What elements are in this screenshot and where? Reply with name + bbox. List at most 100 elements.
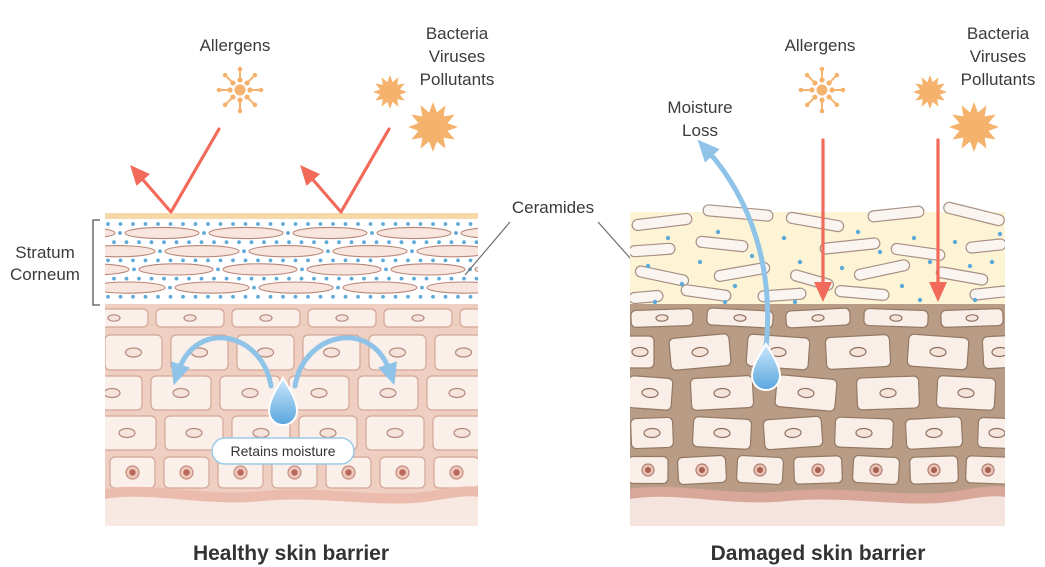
corneocyte-cell (248, 245, 324, 258)
keratinocyte-cell-group (774, 374, 838, 412)
moisture-dot (306, 258, 310, 263)
pollen-spike (248, 98, 255, 105)
pollen-spike (248, 75, 255, 82)
cell-nucleus (631, 346, 649, 358)
moisture-dot (337, 276, 341, 281)
moisture-dot (437, 276, 441, 281)
corneocyte-cell (306, 263, 382, 276)
moisture-dot (449, 240, 454, 245)
damaged-caption: Damaged skin barrier (711, 542, 926, 565)
bacteria-small-starburst-icon (913, 75, 947, 109)
moisture-dot (300, 267, 304, 272)
pollen-petal (237, 97, 243, 103)
cell-nucleus-core (129, 469, 136, 476)
moisture-dot (356, 222, 360, 226)
cell-nucleus (655, 314, 669, 322)
corneocyte-cell (222, 263, 298, 276)
moisture-dot (256, 258, 260, 263)
cell-nucleus (713, 427, 731, 439)
moisture-dot (293, 294, 298, 299)
ceramides-leader-left (464, 221, 511, 276)
moisture-dot (431, 222, 435, 226)
healthy-pollutants-label: Pollutants (420, 70, 495, 89)
cell-nucleus (319, 427, 337, 439)
moisture-dot (312, 276, 316, 281)
keratinocyte-cell-group (834, 416, 894, 450)
cell-nucleus (691, 346, 709, 358)
moisture-dot (168, 294, 173, 299)
moisture-dot (124, 276, 129, 281)
moisture-dot (418, 258, 423, 263)
healthy-skin-surface (105, 213, 478, 219)
moisture-dot (418, 294, 423, 299)
corneocyte-cell (292, 226, 368, 240)
cell-nucleus (322, 347, 341, 358)
corneocyte-cell (426, 281, 478, 294)
moisture-dot (106, 222, 110, 226)
pollen-tip (834, 72, 840, 78)
moisture-dot (468, 258, 473, 263)
pollen-tip (819, 108, 825, 114)
moisture-dot (181, 258, 185, 263)
moisture-dot (468, 222, 473, 226)
keratinocyte-cell-group (856, 375, 920, 411)
keratinocyte-cell-group (863, 307, 929, 329)
moisture-dot (312, 240, 316, 245)
moisture-dot (374, 240, 379, 245)
moisture-dot (797, 259, 803, 265)
moisture-dot (112, 240, 116, 245)
corneocyte-cell (474, 266, 478, 273)
cell-nucleus-core (399, 469, 406, 476)
moisture-dot (306, 294, 310, 299)
moisture-dot (412, 276, 416, 281)
corneocyte-cell (105, 281, 166, 294)
moisture-dot (286, 231, 290, 235)
moisture-dot (538, 231, 542, 235)
pollen-tip (798, 87, 804, 93)
moisture-dot (552, 268, 556, 272)
cell-nucleus (310, 387, 328, 399)
keratinocyte-cell-group (668, 333, 732, 371)
moisture-dot (387, 240, 391, 245)
moisture-dot (381, 258, 385, 263)
moisture-dot (193, 258, 198, 263)
damaged-pollutants-label: Pollutants (961, 70, 1036, 89)
moisture-dot (124, 240, 129, 245)
damaged-corneocyte-layer (630, 201, 1005, 305)
moisture-dot (381, 222, 385, 226)
pollen-petal (812, 94, 818, 100)
moisture-dot (418, 222, 423, 226)
pollen-petal (244, 80, 250, 86)
moisture-dot (168, 222, 173, 226)
moisture-dot (443, 294, 448, 299)
cell-nucleus (107, 314, 121, 322)
cell-nucleus (183, 314, 197, 322)
moisture-dot (156, 222, 160, 226)
keratinocyte-cell-group (935, 375, 997, 411)
moisture-dot (349, 240, 354, 245)
damaged-dermis (630, 496, 1005, 526)
retains-moisture-label: Retains moisture (230, 443, 335, 459)
moisture-dot (281, 222, 285, 226)
moisture-dot (393, 258, 398, 263)
moisture-dot (665, 235, 671, 241)
moisture-dot (356, 258, 360, 263)
moisture-dot (393, 222, 398, 226)
keratinocyte-cell-group (977, 416, 1005, 450)
moisture-dot (318, 258, 323, 263)
cell-nucleus (784, 427, 802, 439)
pollen-tip (216, 87, 222, 93)
corneocyte-cell (943, 201, 1005, 227)
cell-nucleus (797, 387, 815, 399)
moisture-dot (137, 240, 141, 245)
keratinocyte-cell-group (735, 454, 785, 486)
moisture-dot (645, 263, 651, 269)
keratinocyte-cell-group (762, 415, 824, 451)
corneocyte-cell (834, 285, 890, 301)
moisture-dot (456, 258, 460, 263)
moisture-dot (287, 240, 291, 245)
moisture-dot (293, 258, 298, 263)
allergen-pollen-icon (798, 66, 846, 114)
moisture-dot (132, 267, 136, 272)
damaged-viruses-label: Viruses (970, 47, 1026, 66)
